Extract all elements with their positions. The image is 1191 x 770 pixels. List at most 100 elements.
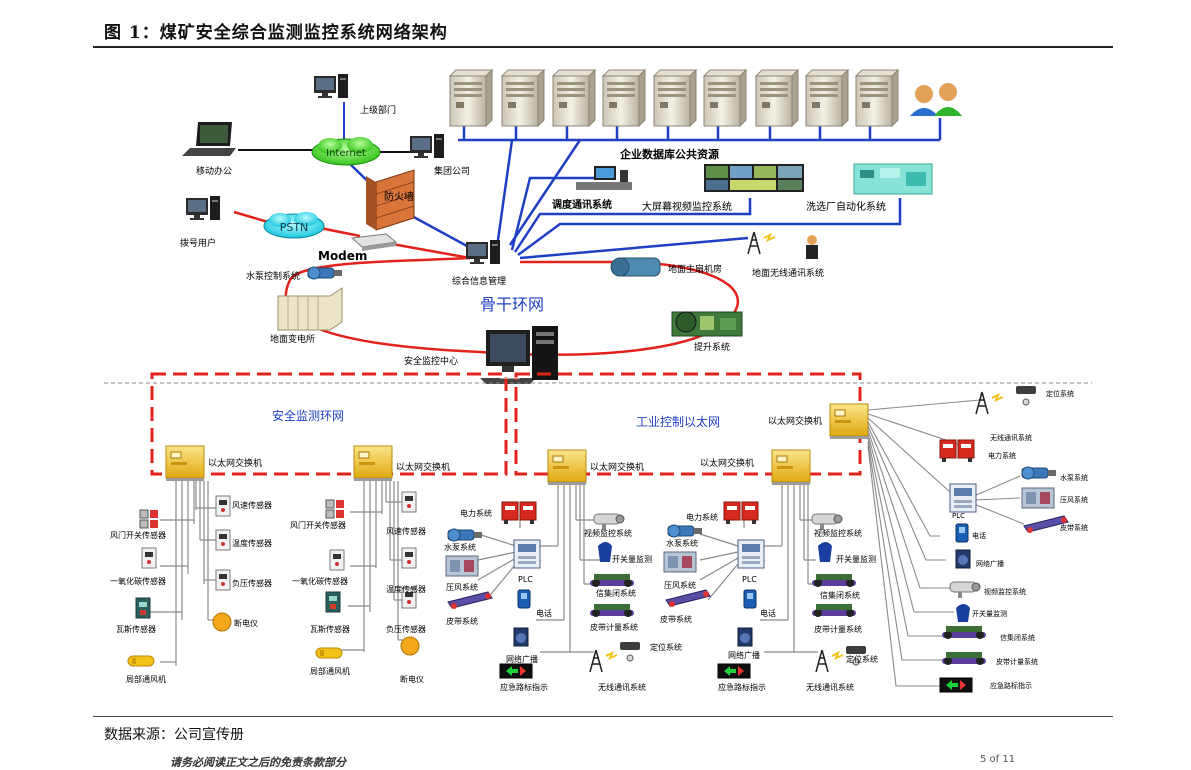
- switch-label: 以太网交换机: [700, 457, 754, 469]
- dialup-label: 拨号用户: [180, 237, 216, 249]
- industrial-ethernet-label: 工业控制以太网: [636, 414, 720, 429]
- safety-ring-frame: [150, 372, 508, 476]
- dialup-pc: [186, 196, 220, 220]
- switch-safety-1: 以太网交换机: [127, 445, 262, 667]
- c2-broadcast-label: 网络广播: [728, 650, 760, 660]
- washing-label: 洗选厂自动化系统: [806, 200, 886, 213]
- r-switchmon-label: 开关量监测: [972, 609, 1007, 618]
- c2-power-label: 电力系统: [686, 512, 718, 522]
- c1-pump-label: 水泵系统: [444, 542, 476, 552]
- group-label: 集团公司: [434, 165, 470, 177]
- mobile-label: 移动办公: [196, 165, 232, 177]
- c2-belt-label: 皮带系统: [660, 614, 692, 624]
- c1-power-label: 电力系统: [460, 508, 492, 518]
- c2-emergency-label: 应急路标指示: [718, 682, 766, 692]
- washing-plant-screen: [853, 163, 933, 195]
- s1-door-sensor-label: 风门开关传感器: [110, 530, 166, 540]
- s1-breaker-label: 断电仪: [234, 618, 258, 628]
- s1-temp-sensor-label: 温度传感器: [232, 538, 272, 548]
- ground-wireless-label: 地面无线通讯系统: [752, 267, 824, 279]
- pump-control-label: 水泵控制系统: [246, 270, 300, 282]
- superior-pc: [314, 74, 348, 98]
- r-signal-label: 信集闭系统: [1000, 633, 1035, 642]
- pstn-label: PSTN: [280, 221, 309, 234]
- r-locate-label: 定位系统: [1046, 389, 1074, 398]
- r-pump-label: 水泵系统: [1060, 473, 1088, 482]
- c2-pump-label: 水泵系统: [666, 538, 698, 548]
- superior-label: 上级部门: [360, 104, 396, 116]
- r-video-label: 视频监控系统: [984, 587, 1026, 596]
- pump-control-icon: [307, 266, 343, 280]
- switch-label: 以太网交换机: [396, 461, 450, 473]
- s1-wind-sensor-label: 风速传感器: [232, 500, 272, 510]
- disclaimer-footer: 请务必阅读正文之后的免责条款部分: [170, 756, 346, 769]
- big-screen-wall: [704, 164, 804, 192]
- switch-right: 以太网交换机: [768, 385, 1069, 693]
- firewall-label: 防火墙: [384, 190, 414, 203]
- s2-pressure-sensor-label: 负压传感器: [386, 624, 426, 634]
- main-fan-room: [610, 257, 661, 277]
- center-label: 安全监控中心: [404, 355, 458, 367]
- r-air-label: 压风系统: [1060, 495, 1088, 504]
- s2-wind-sensor-label: 风速传感器: [386, 526, 426, 536]
- figure-source: 数据来源：公司宣传册: [104, 727, 244, 743]
- s2-door-sensor-label: 风门开关传感器: [290, 520, 346, 530]
- c2-signal-label: 信集闭系统: [820, 590, 860, 600]
- db-label: 企业数据库公共资源: [619, 147, 719, 161]
- person-phone: [806, 235, 818, 259]
- c1-video-label: 视频监控系统: [584, 528, 632, 538]
- c2-plc-label: PLC: [742, 575, 757, 584]
- switch-control-2: 以太网交换机: [663, 449, 867, 679]
- c2-air-label: 压风系统: [664, 580, 696, 590]
- s2-breaker-label: 断电仪: [400, 674, 424, 684]
- info-pc: [466, 240, 500, 264]
- group-pc: [410, 134, 444, 158]
- modem-icon: [350, 233, 398, 251]
- switch-safety-2: 以太网交换机: [315, 445, 450, 659]
- info-label: 综合信息管理: [452, 275, 506, 287]
- s2-temp-sensor-label: 温度传感器: [386, 584, 426, 594]
- r-wireless-label: 无线通讯系统: [990, 433, 1032, 442]
- c1-locate-label: 定位系统: [650, 642, 682, 652]
- s2-fan-label: 局部通风机: [310, 666, 350, 676]
- source-rule: [93, 716, 1113, 717]
- c2-video-label: 视频监控系统: [814, 528, 862, 538]
- s1-co-sensor-label: 一氧化碳传感器: [110, 576, 166, 586]
- c1-plc-label: PLC: [518, 575, 533, 584]
- r-phone-label: 电话: [972, 531, 986, 540]
- r-plc-label: PLC: [952, 512, 965, 520]
- backbone-label: 骨干环网: [480, 295, 544, 314]
- r-power-label: 电力系统: [988, 451, 1016, 460]
- laptop: [182, 122, 236, 156]
- switch-label: 以太网交换机: [590, 461, 644, 473]
- r-broadcast-label: 网络广播: [976, 559, 1004, 568]
- wireless-tower-icon: [747, 231, 776, 255]
- switch-label: 以太网交换机: [768, 415, 822, 427]
- c2-switchmon-label: 开关量监测: [836, 554, 876, 564]
- c2-phone-label: 电话: [760, 608, 776, 618]
- s1-fan-label: 局部通风机: [126, 674, 166, 684]
- hoist-icon: [671, 311, 743, 337]
- industrial-ring-frame: [514, 372, 862, 476]
- modem-label: Modem: [318, 249, 367, 263]
- substation-icon: [277, 287, 343, 331]
- s2-gas-sensor-label: 瓦斯传感器: [310, 624, 350, 634]
- c1-emergency-label: 应急路标指示: [500, 682, 548, 692]
- backbone-ring: [284, 256, 739, 356]
- c2-wireless-label: 无线通讯系统: [806, 682, 854, 692]
- database-servers: [449, 69, 962, 127]
- substation-label: 地面变电所: [270, 333, 315, 345]
- safety-ring-label: 安全监测环网: [272, 408, 344, 423]
- c1-switchmon-label: 开关量监测: [612, 554, 652, 564]
- fan-label: 地面主扇机房: [668, 263, 722, 275]
- figure-title: 图 1：煤矿安全综合监测监控系统网络架构: [104, 23, 448, 43]
- switch-control-1: 以太网交换机: [445, 449, 644, 679]
- c1-air-label: 压风系统: [446, 582, 478, 592]
- s1-pressure-sensor-label: 负压传感器: [232, 578, 272, 588]
- s1-gas-sensor-label: 瓦斯传感器: [116, 624, 156, 634]
- r-meter-label: 皮带计量系统: [996, 657, 1038, 666]
- c1-phone-label: 电话: [536, 608, 552, 618]
- internet-cloud: [311, 137, 381, 166]
- c2-meter-label: 皮带计量系统: [814, 624, 862, 634]
